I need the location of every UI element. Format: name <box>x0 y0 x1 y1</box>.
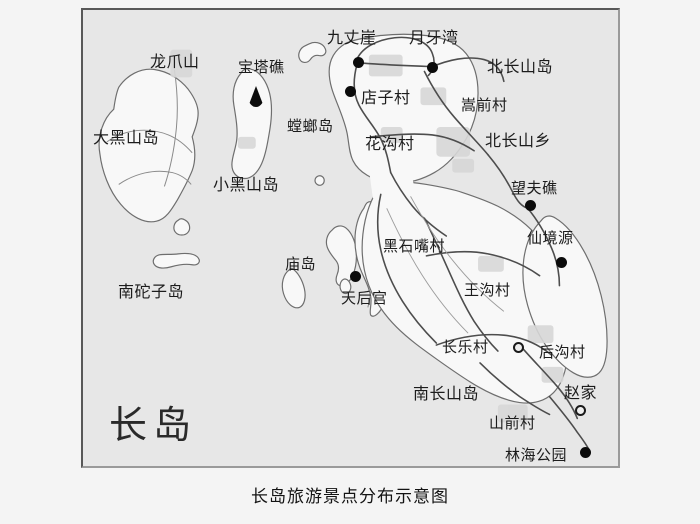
label-shanqiancun: 山前村 <box>489 414 536 432</box>
road-nan-mid <box>423 217 499 352</box>
label-hougoucun: 后沟村 <box>539 343 586 361</box>
label-zhaojia: 赵家 <box>564 383 598 402</box>
map-frame: 龙爪山 宝塔礁 九丈崖 月牙湾 北长山岛 店子村 嵩前村 大黑山岛 螳螂岛 花沟… <box>81 8 620 468</box>
road-bei-spine <box>353 63 392 174</box>
label-longzhuashan: 龙爪山 <box>150 52 200 71</box>
islet-small-c <box>314 175 325 186</box>
road-shanqian <box>479 362 551 416</box>
patch-shanqiancun <box>497 404 528 423</box>
label-gaoqiancun: 嵩前村 <box>461 96 508 114</box>
label-wanggoucun: 王沟村 <box>464 281 511 299</box>
label-wangfujiao: 望夫礁 <box>511 179 558 197</box>
label-xianjingyuan: 仙境源 <box>527 229 574 247</box>
islet-nantuozi <box>152 252 200 269</box>
road-nan-cross-2 <box>435 333 553 356</box>
figure-caption: 长岛旅游景点分布示意图 <box>251 487 449 507</box>
road-isthmus <box>389 171 448 237</box>
road-linhai <box>548 395 591 451</box>
road-wangfujiao-link <box>487 153 529 210</box>
marker-baotajiao-dot <box>345 86 356 97</box>
ridgelines-south <box>386 196 505 334</box>
road-xianjingyuan <box>526 207 561 287</box>
isthmus <box>368 168 417 199</box>
patch-gaoqiancun <box>420 87 447 106</box>
label-dianzicun: 店子村 <box>361 88 411 107</box>
marker-changlecun-circle <box>513 342 524 353</box>
ridge-dahaishan-1 <box>106 129 193 154</box>
label-beichangshandao: 北长山岛 <box>487 57 554 76</box>
label-tianhougong: 天后宫 <box>341 289 388 307</box>
patch-beichangshanxiang <box>436 126 471 157</box>
label-huagoucun: 花沟村 <box>365 134 415 153</box>
road-nan-west <box>377 193 438 344</box>
road-bei-diag <box>423 70 489 156</box>
patch-zhaojia <box>541 366 564 383</box>
label-linhaigongyuan: 林海公园 <box>505 446 568 464</box>
ridge-dahaishan-2 <box>118 170 192 185</box>
marker-linhaigongyuan-dot <box>580 447 591 458</box>
marker-wangfujiao-dot <box>525 200 536 211</box>
label-beichangshanxiang: 北长山乡 <box>485 131 552 150</box>
patch-dianzicun <box>368 54 403 77</box>
map-title: 长岛 <box>109 403 198 447</box>
label-xiaohaishandao: 小黑山岛 <box>213 175 280 194</box>
marker-tianhougong-dot <box>350 271 361 282</box>
marker-yueyawan-dot <box>427 62 438 73</box>
label-baotajiao: 宝塔礁 <box>238 58 285 76</box>
patch-longzhuashan <box>170 49 193 78</box>
label-heishizuicun: 黑石嘴村 <box>383 237 446 255</box>
road-nan-cross-1 <box>425 250 541 277</box>
marker-jiuzhangya-dot <box>353 57 364 68</box>
patch-wangfujiao <box>452 158 475 173</box>
island-dahaishan <box>98 68 199 223</box>
patch-hougoucun <box>527 325 554 344</box>
label-jiuzhangya: 九丈崖 <box>327 28 377 47</box>
ridge-dahaishan-3 <box>163 69 178 187</box>
label-changlecun: 长乐村 <box>442 338 489 356</box>
label-yueyawan: 月牙湾 <box>409 28 459 47</box>
patch-xiaoheishan <box>237 136 256 149</box>
marker-xianjingyuan-dot <box>556 257 567 268</box>
islet-small-b <box>339 278 352 295</box>
label-nanchangshandao: 南长山岛 <box>413 384 480 403</box>
patch-wanggoucun <box>478 255 504 272</box>
islet-small-a <box>173 218 191 236</box>
road-yueyawan-east <box>429 57 505 83</box>
marker-zhaojia-circle <box>575 405 586 416</box>
islet-small-d <box>281 267 306 309</box>
label-miaodao: 庙岛 <box>285 255 317 273</box>
label-dahaishandao: 大黑山岛 <box>93 128 160 147</box>
label-nantuozidao: 南砣子岛 <box>118 282 185 301</box>
label-tanglangdao: 螳螂岛 <box>287 117 334 135</box>
road-bei-cross <box>370 133 475 152</box>
road-zhaojia <box>518 344 579 420</box>
islet-baotajiao <box>298 41 327 64</box>
marker-longzhuashan-triangle <box>248 86 264 107</box>
island-xiaoheishan <box>231 68 273 180</box>
